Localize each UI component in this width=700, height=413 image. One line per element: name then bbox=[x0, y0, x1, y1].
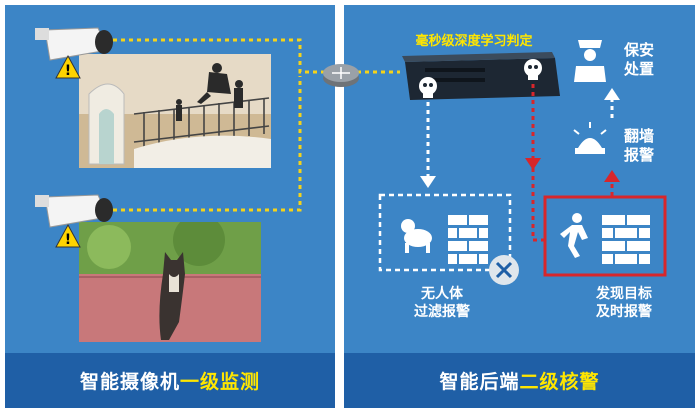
dog-icon bbox=[401, 219, 432, 253]
security-label-line2: 处置 bbox=[624, 60, 655, 78]
wall-alarm-label-line1: 翻墙 bbox=[624, 127, 655, 145]
detect-label: 发现目标 及时报警 bbox=[564, 285, 684, 321]
wall-alarm-label: 翻墙 报警 bbox=[624, 127, 654, 165]
svg-text:!: ! bbox=[65, 63, 71, 79]
skull-left-icon bbox=[419, 77, 437, 98]
camera-footer-text: 智能摄像机 bbox=[79, 371, 180, 393]
cat-on-wall-photo bbox=[79, 222, 261, 342]
detect-label-line1: 发现目标 bbox=[596, 286, 652, 302]
alarm-siren-icon bbox=[573, 122, 607, 154]
camera-bottom-icon: ! bbox=[35, 194, 113, 248]
security-label: 保安 处置 bbox=[624, 41, 654, 79]
router-icon bbox=[323, 64, 359, 87]
svg-text:!: ! bbox=[65, 232, 71, 248]
camera-panel-footer: 智能摄像机一级监测 bbox=[5, 353, 335, 408]
detect-box bbox=[543, 195, 667, 277]
server-caption: 毫秒级深度学习判定 bbox=[415, 34, 533, 49]
backend-panel: 毫秒级深度学习判定 保安 处置 翻墙 报警 无人体 过滤报警 发现目标 及时报警… bbox=[344, 5, 695, 408]
camera-top-icon: ! bbox=[35, 27, 113, 79]
backend-footer-text: 智能后端 bbox=[439, 371, 520, 393]
filter-label-line1: 无人体 bbox=[421, 286, 463, 302]
server-icon bbox=[402, 52, 560, 100]
running-person-icon bbox=[560, 213, 588, 258]
filter-label-line2: 过滤报警 bbox=[414, 304, 470, 320]
filter-label: 无人体 过滤报警 bbox=[382, 285, 502, 321]
security-guard-icon bbox=[574, 40, 606, 82]
wall-climb-photo bbox=[79, 54, 271, 168]
filter-box bbox=[378, 193, 519, 285]
camera-footer-highlight: 一级监测 bbox=[180, 371, 261, 393]
detect-label-line2: 及时报警 bbox=[596, 304, 652, 320]
camera-panel: 智能摄像机一级监测 bbox=[5, 5, 335, 408]
skull-right-icon bbox=[524, 59, 542, 80]
backend-footer-highlight: 二级核警 bbox=[519, 371, 600, 393]
wall-alarm-label-line2: 报警 bbox=[624, 146, 655, 164]
backend-panel-footer: 智能后端二级核警 bbox=[344, 353, 695, 408]
security-label-line1: 保安 bbox=[624, 41, 655, 59]
